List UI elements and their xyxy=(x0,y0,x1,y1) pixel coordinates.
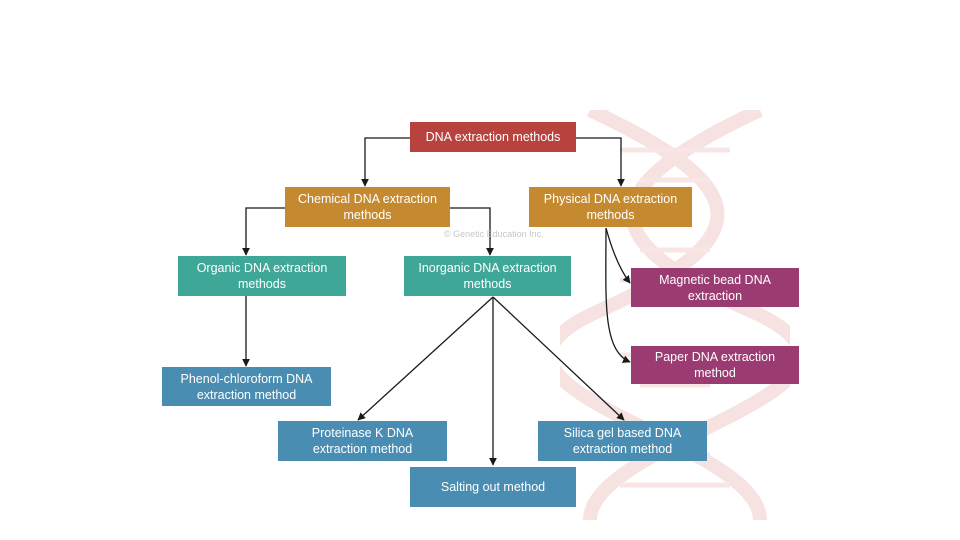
arrow-inorganic-to-silica xyxy=(492,296,625,421)
node-salting-out: Salting out method xyxy=(410,467,576,507)
node-proteinase-k: Proteinase K DNA extraction method xyxy=(278,421,447,461)
node-physical-extraction: Physical DNA extraction methods xyxy=(529,187,692,227)
node-chemical-extraction: Chemical DNA extraction methods xyxy=(285,187,450,227)
arrow-root-to-chemical xyxy=(361,137,410,187)
arrow-chemical-to-organic xyxy=(242,207,285,256)
node-phenol-chloroform: Phenol-chloroform DNA extraction method xyxy=(162,367,331,406)
node-silica-gel: Silica gel based DNA extraction method xyxy=(538,421,707,461)
arrow-physical-to-magnetic xyxy=(605,227,631,284)
node-inorganic-extraction: Inorganic DNA extraction methods xyxy=(404,256,571,296)
node-organic-extraction: Organic DNA extraction methods xyxy=(178,256,346,296)
arrow-chemical-to-inorganic xyxy=(450,207,494,256)
arrow-physical-to-paper xyxy=(605,227,631,363)
node-paper-extraction: Paper DNA extraction method xyxy=(631,346,799,384)
node-dna-extraction-methods: DNA extraction methods xyxy=(410,122,576,152)
arrow-inorganic-to-proteinase xyxy=(357,296,494,421)
copyright-watermark: © Genetic Education Inc. xyxy=(444,229,544,239)
arrow-root-to-physical xyxy=(576,137,625,187)
node-magnetic-bead-extraction: Magnetic bead DNA extraction xyxy=(631,268,799,307)
